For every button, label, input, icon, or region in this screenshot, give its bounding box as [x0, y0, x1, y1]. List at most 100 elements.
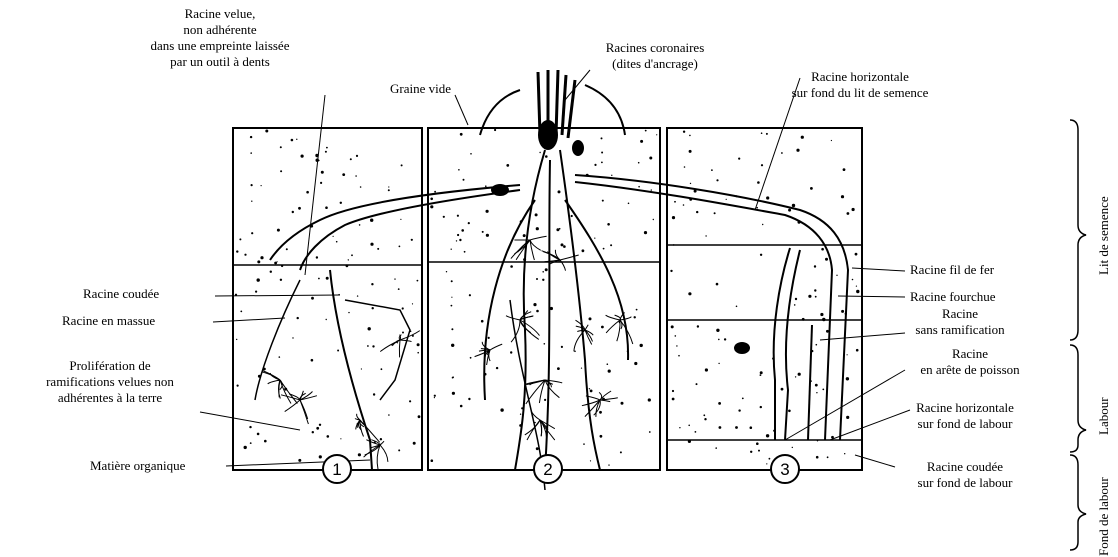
soil-speck	[336, 241, 338, 243]
soil-speck	[346, 264, 349, 267]
label-racine-sans-ramification-line2: sans ramification	[880, 322, 1040, 338]
soil-speck	[417, 352, 419, 354]
soil-speck	[286, 248, 288, 250]
soil-speck	[761, 132, 763, 134]
soil-speck	[640, 140, 643, 143]
soil-speck	[348, 259, 349, 260]
soil-speck	[371, 283, 373, 285]
soil-speck	[401, 164, 403, 166]
label-racines-coronaires-line1: Racines coronaires	[580, 40, 730, 56]
soil-speck	[460, 133, 463, 136]
soil-speck	[319, 455, 322, 458]
soil-speck	[760, 406, 762, 408]
soil-speck	[510, 351, 512, 353]
soil-speck	[563, 245, 566, 248]
soil-speck	[306, 191, 309, 194]
soil-speck	[846, 416, 849, 419]
soil-speck	[841, 310, 844, 313]
soil-speck	[816, 344, 818, 346]
soil-speck	[494, 129, 496, 131]
root-hair	[617, 320, 620, 341]
soil-speck	[676, 345, 677, 346]
soil-speck	[356, 155, 358, 157]
soil-speck	[798, 373, 801, 376]
soil-speck	[815, 296, 817, 298]
soil-speck	[325, 206, 328, 209]
soil-speck	[257, 433, 260, 436]
soil-speck	[638, 162, 640, 164]
soil-speck	[261, 185, 262, 186]
soil-speck	[679, 427, 680, 428]
soil-speck	[358, 453, 361, 456]
soil-speck	[337, 350, 339, 352]
soil-speck	[348, 312, 349, 313]
label-racine-horizontale-labour-line1: Racine horizontale	[880, 400, 1050, 416]
soil-speck	[460, 405, 463, 408]
label-racine-coudee-labour-line1: Racine coudée	[885, 459, 1045, 475]
soil-speck	[716, 179, 718, 181]
root-hair	[285, 400, 300, 412]
soil-speck	[257, 260, 260, 263]
soil-speck	[388, 189, 390, 191]
soil-speck	[726, 199, 727, 200]
root-hair	[400, 340, 412, 342]
soil-speck	[822, 318, 825, 321]
root-hair	[560, 255, 579, 260]
soil-speck	[399, 246, 401, 248]
soil-speck	[589, 317, 592, 320]
soil-speck	[766, 133, 768, 135]
soil-speck	[496, 367, 498, 369]
soil-speck	[367, 345, 369, 347]
label-racine-fil-fer: Racine fil de fer	[910, 262, 994, 278]
label-racine-coudee: Racine coudée	[83, 286, 159, 302]
soil-speck	[470, 357, 472, 359]
soil-speck	[373, 393, 375, 395]
soil-speck	[277, 229, 280, 232]
soil-speck	[430, 198, 433, 201]
label-racines-coronaires-line2: (dites d'ancrage)	[580, 56, 730, 72]
soil-speck	[718, 402, 721, 405]
soil-speck	[816, 456, 819, 459]
root-hair	[530, 236, 547, 240]
soil-speck	[545, 268, 548, 271]
soil-speck	[398, 288, 400, 290]
soil-speck	[418, 415, 421, 418]
soil-speck	[760, 254, 762, 256]
root-hair	[606, 320, 620, 333]
soil-speck	[607, 223, 610, 226]
soil-speck	[634, 362, 637, 365]
soil-speck	[788, 209, 791, 212]
soil-speck	[688, 425, 690, 427]
soil-speck	[724, 338, 726, 340]
soil-speck	[735, 426, 738, 429]
soil-speck	[561, 346, 563, 348]
panel-number-3: 3	[780, 460, 789, 479]
label-racine-arete-line1: Racine	[895, 346, 1045, 362]
soil-speck	[318, 278, 320, 280]
soil-speck	[714, 212, 716, 214]
label-racines-coronaires: Racines coronaires (dites d'ancrage)	[580, 40, 730, 72]
root-hair	[545, 380, 559, 398]
soil-speck	[817, 440, 818, 441]
soil-speck	[291, 139, 294, 142]
label-racine-arete-line2: en arête de poisson	[895, 362, 1045, 378]
soil-speck	[311, 359, 314, 362]
soil-speck	[398, 449, 400, 451]
soil-speck	[340, 438, 341, 439]
soil-speck	[298, 459, 301, 462]
soil-speck	[370, 219, 373, 222]
soil-speck	[456, 240, 457, 241]
zone-labour: Labour	[1096, 397, 1112, 435]
label-graine-vide: Graine vide	[390, 81, 451, 97]
soil-speck	[814, 289, 816, 291]
soil-speck	[255, 291, 257, 293]
panel-number-2: 2	[543, 460, 552, 479]
label-racine-velue: Racine velue, non adhérente dans une emp…	[110, 6, 330, 70]
soil-speck	[689, 135, 691, 137]
soil-speck	[251, 201, 252, 202]
soil-speck	[831, 140, 832, 141]
soil-speck	[357, 295, 358, 296]
soil-speck	[457, 234, 459, 236]
soil-speck	[559, 228, 561, 230]
soil-speck	[672, 398, 675, 401]
